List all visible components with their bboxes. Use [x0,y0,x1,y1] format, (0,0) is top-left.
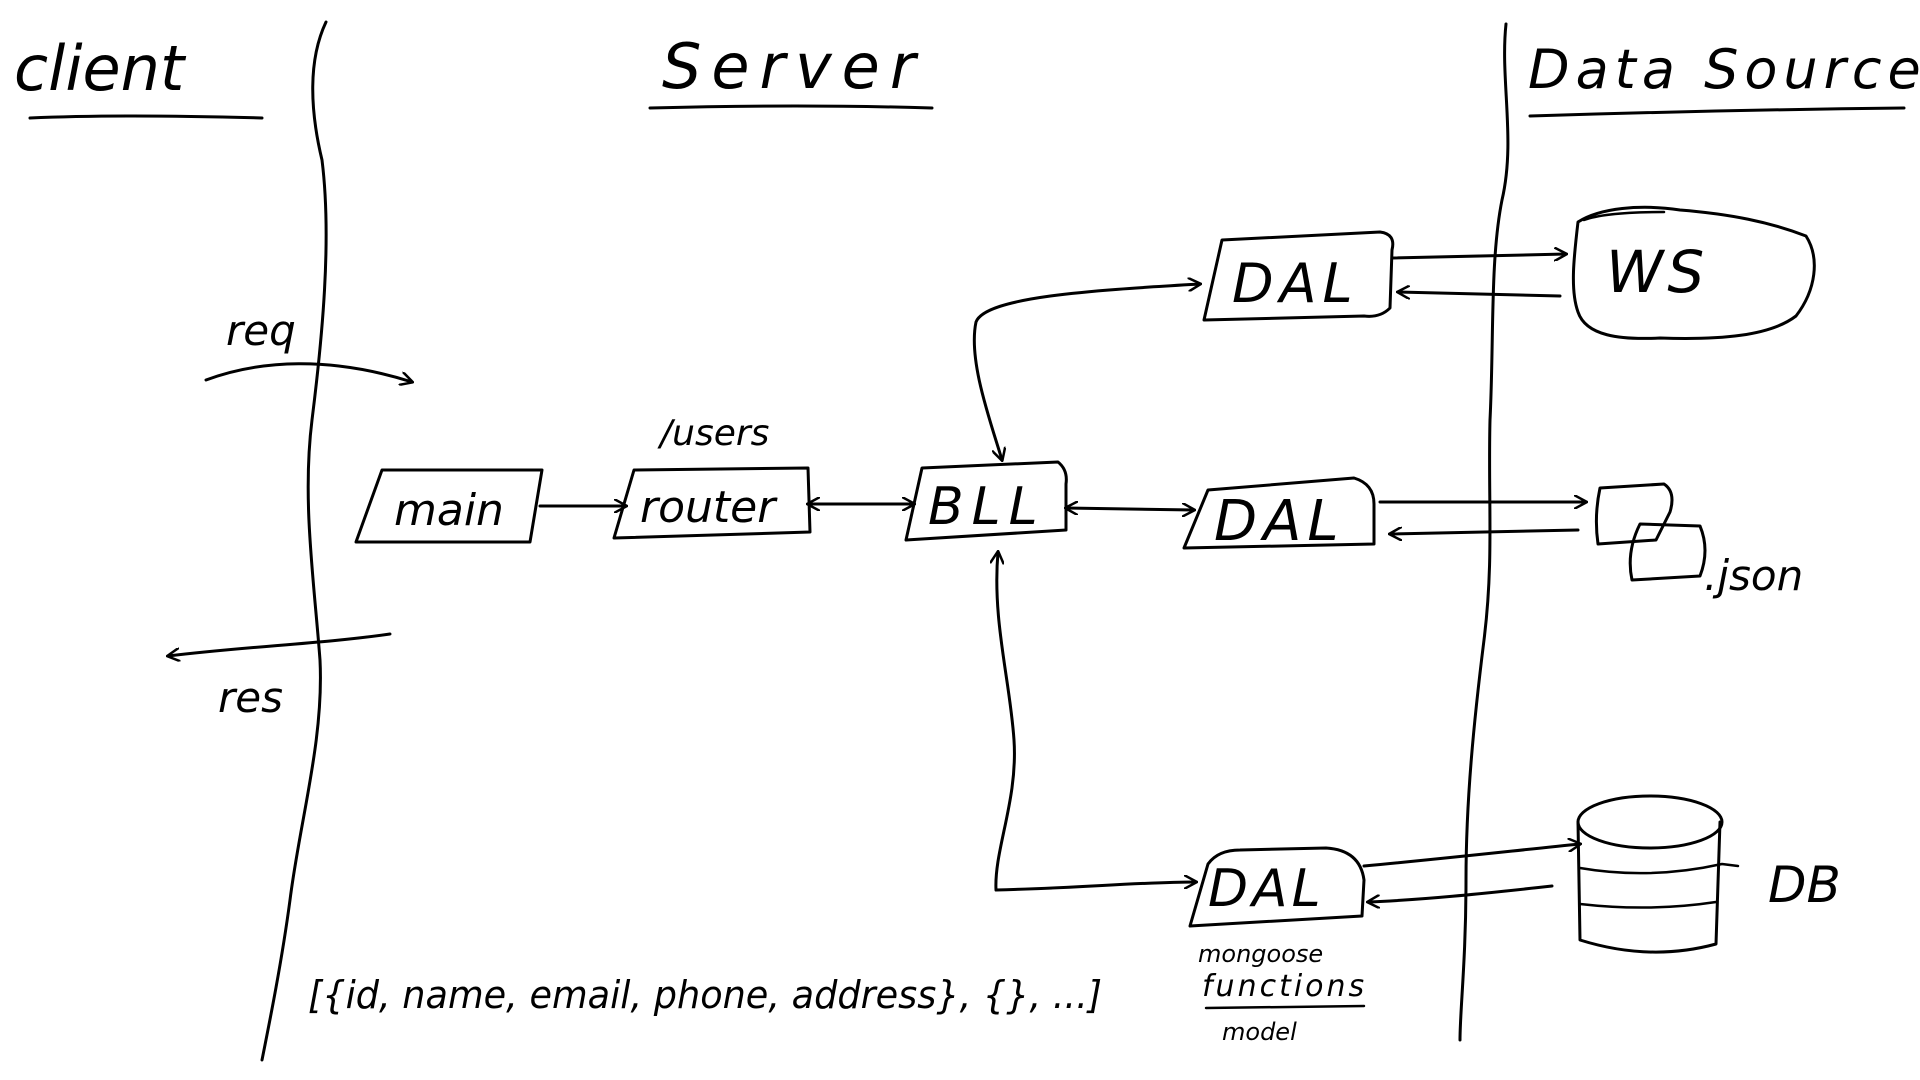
model-label: model [1222,1018,1297,1046]
bll-dal-db-arrow [996,552,1196,892]
dal-json-node-box [1182,476,1376,550]
ws-to-dal-ws-arrow [1398,292,1562,296]
json-file-front-page [1628,522,1707,582]
data-sources-title-underline [1528,106,1906,118]
functions-underline [1204,1004,1366,1010]
client-server-divider [260,20,328,1062]
dal-db-node-label: DAL [1208,859,1325,919]
column-title-server: Server [662,30,925,103]
dal-db-node[interactable]: DAL [1188,846,1366,928]
main-node[interactable]: main [354,468,544,544]
router-node[interactable]: router [612,466,812,540]
dal-ws-to-ws-arrow [1390,254,1566,258]
web-service-cloud: WS [1571,205,1816,340]
dal-db-node-box [1188,846,1366,928]
dal-ws-node[interactable]: DAL [1202,230,1395,322]
database-band-1 [1578,862,1740,875]
main-node-box [354,468,544,544]
client-title-underline [28,114,264,120]
bll-dal-ws-arrow [972,284,1200,460]
mongoose-label: mongoose [1198,940,1323,968]
request-label: req [226,306,296,355]
server-title-underline [648,104,934,110]
dal-json-node[interactable]: DAL [1182,476,1376,554]
request-arrow [204,362,412,382]
database-cylinder: DB [1576,794,1841,954]
web-service-cloud-shape [1571,205,1816,340]
server-datasources-divider [1458,22,1510,1042]
web-service-label: WS [1606,238,1708,306]
database-top [1576,794,1724,850]
dal-json-node-label: DAL [1214,489,1345,554]
column-title-client: client [14,32,187,105]
route-path-label: /users [657,413,769,454]
functions-label: functions [1202,969,1367,1004]
dal-db-to-db-arrow [1362,844,1580,868]
dal-ws-node-box [1202,230,1395,322]
router-node-box [612,466,812,540]
data-shape-note: [{id, name, email, phone, address}, {}, … [308,973,1102,1017]
dal-ws-node-label: DAL [1232,252,1359,315]
main-node-label: main [394,485,504,536]
json-file-icon: .json [1594,482,1803,600]
bll-node[interactable]: BLL [904,460,1068,542]
database-body [1576,820,1722,954]
database-band-2 [1578,900,1718,909]
web-service-cloud-highlight [1582,210,1666,222]
response-arrow [168,632,392,656]
response-label: res [218,673,283,722]
router-node-label: router [640,482,778,533]
bll-node-label: BLL [928,477,1046,537]
db-to-dal-db-arrow [1368,884,1554,902]
json-to-dal-json-arrow [1390,530,1580,534]
json-extension-label: .json [1704,551,1803,600]
database-label: DB [1768,856,1841,914]
column-title-data-sources: Data Sources [1528,38,1920,101]
bll-dal-json-arrow [1066,508,1194,510]
